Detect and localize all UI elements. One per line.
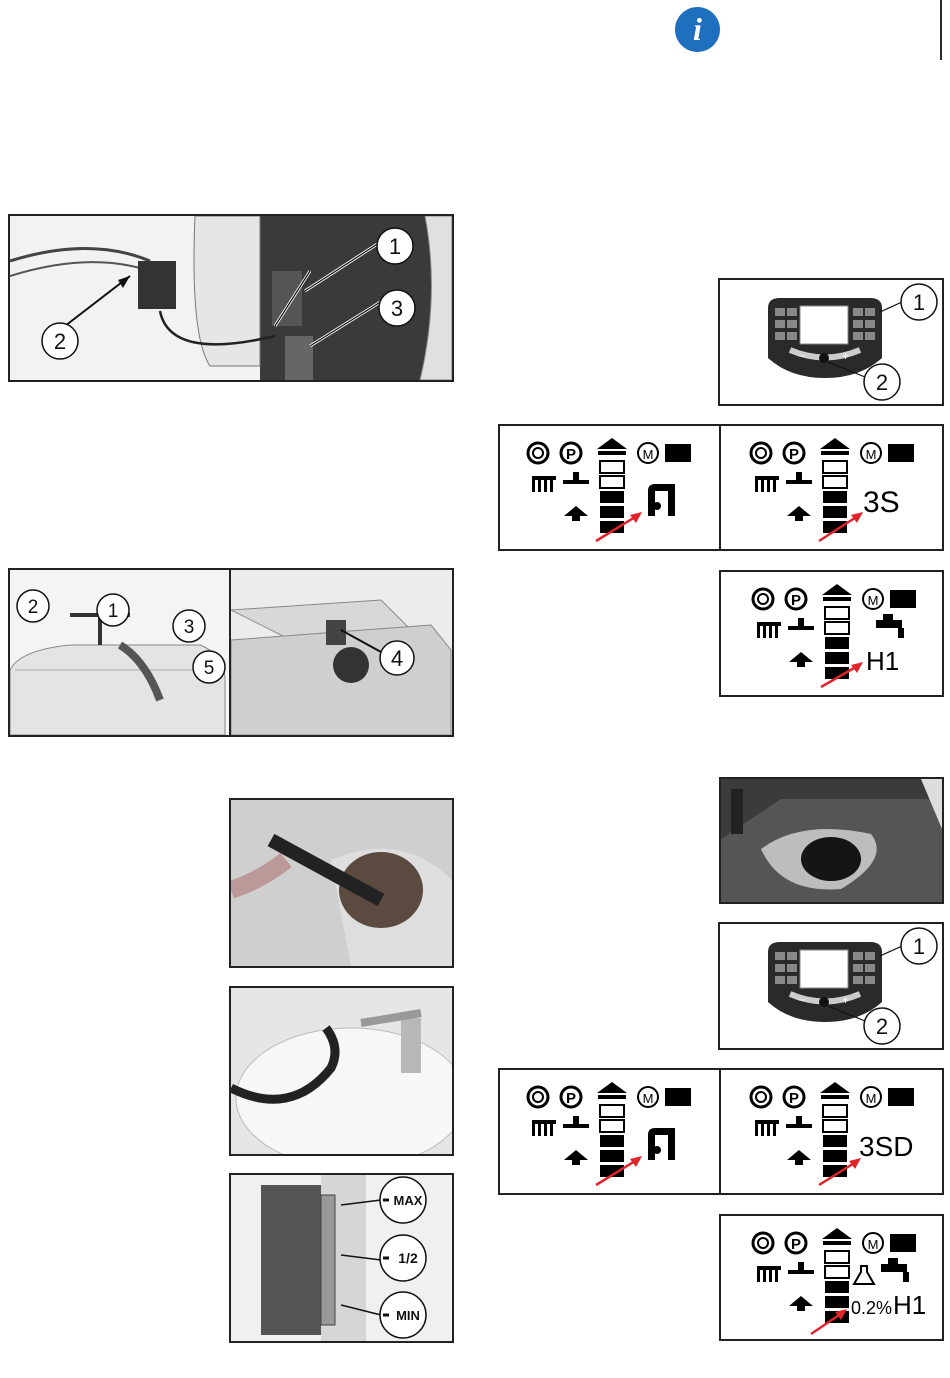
callout-4: 4 <box>380 641 414 675</box>
callout-2: 2 <box>864 1008 900 1044</box>
level-half-label: 1/2 <box>380 1235 426 1281</box>
svg-text:M: M <box>868 593 879 608</box>
level-min-label: MIN <box>380 1292 426 1338</box>
svg-text:1: 1 <box>913 934 925 959</box>
callout-1: 1 <box>377 228 413 264</box>
svg-text:MAX: MAX <box>394 1193 423 1208</box>
svg-text:M: M <box>868 1237 879 1252</box>
refill-icon <box>648 484 675 516</box>
svg-text:3: 3 <box>184 617 195 638</box>
flask-icon <box>854 1266 874 1284</box>
photo-tank-cap <box>719 777 944 904</box>
lcd-display-refill-icon-top: P M <box>498 424 721 551</box>
lcd-display-refill-icon-bottom: P M <box>498 1068 721 1195</box>
callout-2: 2 <box>864 364 900 400</box>
info-icon: i <box>675 7 720 52</box>
svg-text:P: P <box>789 446 799 463</box>
svg-text:+: + <box>842 993 849 1007</box>
lcd-display-h1: P M H1 <box>719 570 944 697</box>
lcd-value-3s: 3S <box>863 486 900 519</box>
lcd-display-3s: P M 3S <box>719 424 944 551</box>
callout-1: 1 <box>901 928 937 964</box>
callout-1: 1 <box>901 284 937 320</box>
level-max-label: MAX <box>380 1177 426 1223</box>
callout-3: 3 <box>173 610 205 642</box>
figure-tank-hoses: 2 1 3 5 <box>8 568 231 737</box>
photo-filling-hose <box>229 798 454 968</box>
callout-2: 2 <box>17 590 49 622</box>
svg-text:−: − <box>798 349 805 363</box>
lcd-value-3sd: 3SD <box>859 1131 913 1162</box>
svg-text:2: 2 <box>876 370 888 395</box>
svg-text:P: P <box>791 592 801 609</box>
lcd-value-percent: 0.2% <box>851 1298 892 1318</box>
callout-1: 1 <box>97 594 129 626</box>
svg-text:2: 2 <box>54 329 66 354</box>
svg-text:1/2: 1/2 <box>398 1250 418 1266</box>
lcd-display-3sd: P M 3SD <box>719 1068 944 1195</box>
svg-text:M: M <box>643 447 654 462</box>
svg-text:+: + <box>842 349 849 363</box>
svg-text:−: − <box>798 993 805 1007</box>
figure-battery-connector: 1 2 3 <box>8 214 454 382</box>
svg-text:M: M <box>643 1091 654 1106</box>
svg-text:P: P <box>789 1090 799 1107</box>
column-rule <box>940 0 942 60</box>
faucet-icon <box>881 1258 909 1282</box>
svg-text:MIN: MIN <box>396 1308 420 1323</box>
lcd-value-h1: H1 <box>866 646 899 676</box>
svg-text:1: 1 <box>389 234 401 259</box>
control-panel-figure-a: − + 1 2 <box>718 278 944 406</box>
control-panel-figure-b: − + 1 2 <box>718 922 944 1050</box>
faucet-icon <box>876 614 904 638</box>
refill-icon <box>648 1128 675 1160</box>
svg-text:3: 3 <box>391 296 403 321</box>
svg-text:M: M <box>866 1091 877 1106</box>
svg-text:1: 1 <box>913 290 925 315</box>
svg-text:P: P <box>566 446 576 463</box>
photo-level-gauge: MAX 1/2 MIN <box>229 1173 454 1343</box>
svg-text:1: 1 <box>108 601 119 622</box>
callout-5: 5 <box>193 651 225 683</box>
figure-wheel-knob: 4 <box>229 568 454 737</box>
svg-text:P: P <box>791 1236 801 1253</box>
lcd-display-percent-h1: P M 0.2% H1 <box>719 1214 944 1341</box>
svg-text:2: 2 <box>28 597 39 618</box>
svg-text:2: 2 <box>876 1014 888 1039</box>
svg-text:M: M <box>866 447 877 462</box>
svg-text:4: 4 <box>391 646 403 671</box>
photo-faucet <box>229 986 454 1156</box>
callout-2: 2 <box>42 323 78 359</box>
lcd-value-h1: H1 <box>893 1290 926 1320</box>
svg-text:5: 5 <box>204 658 215 679</box>
callout-3: 3 <box>379 290 415 326</box>
svg-text:P: P <box>566 1090 576 1107</box>
